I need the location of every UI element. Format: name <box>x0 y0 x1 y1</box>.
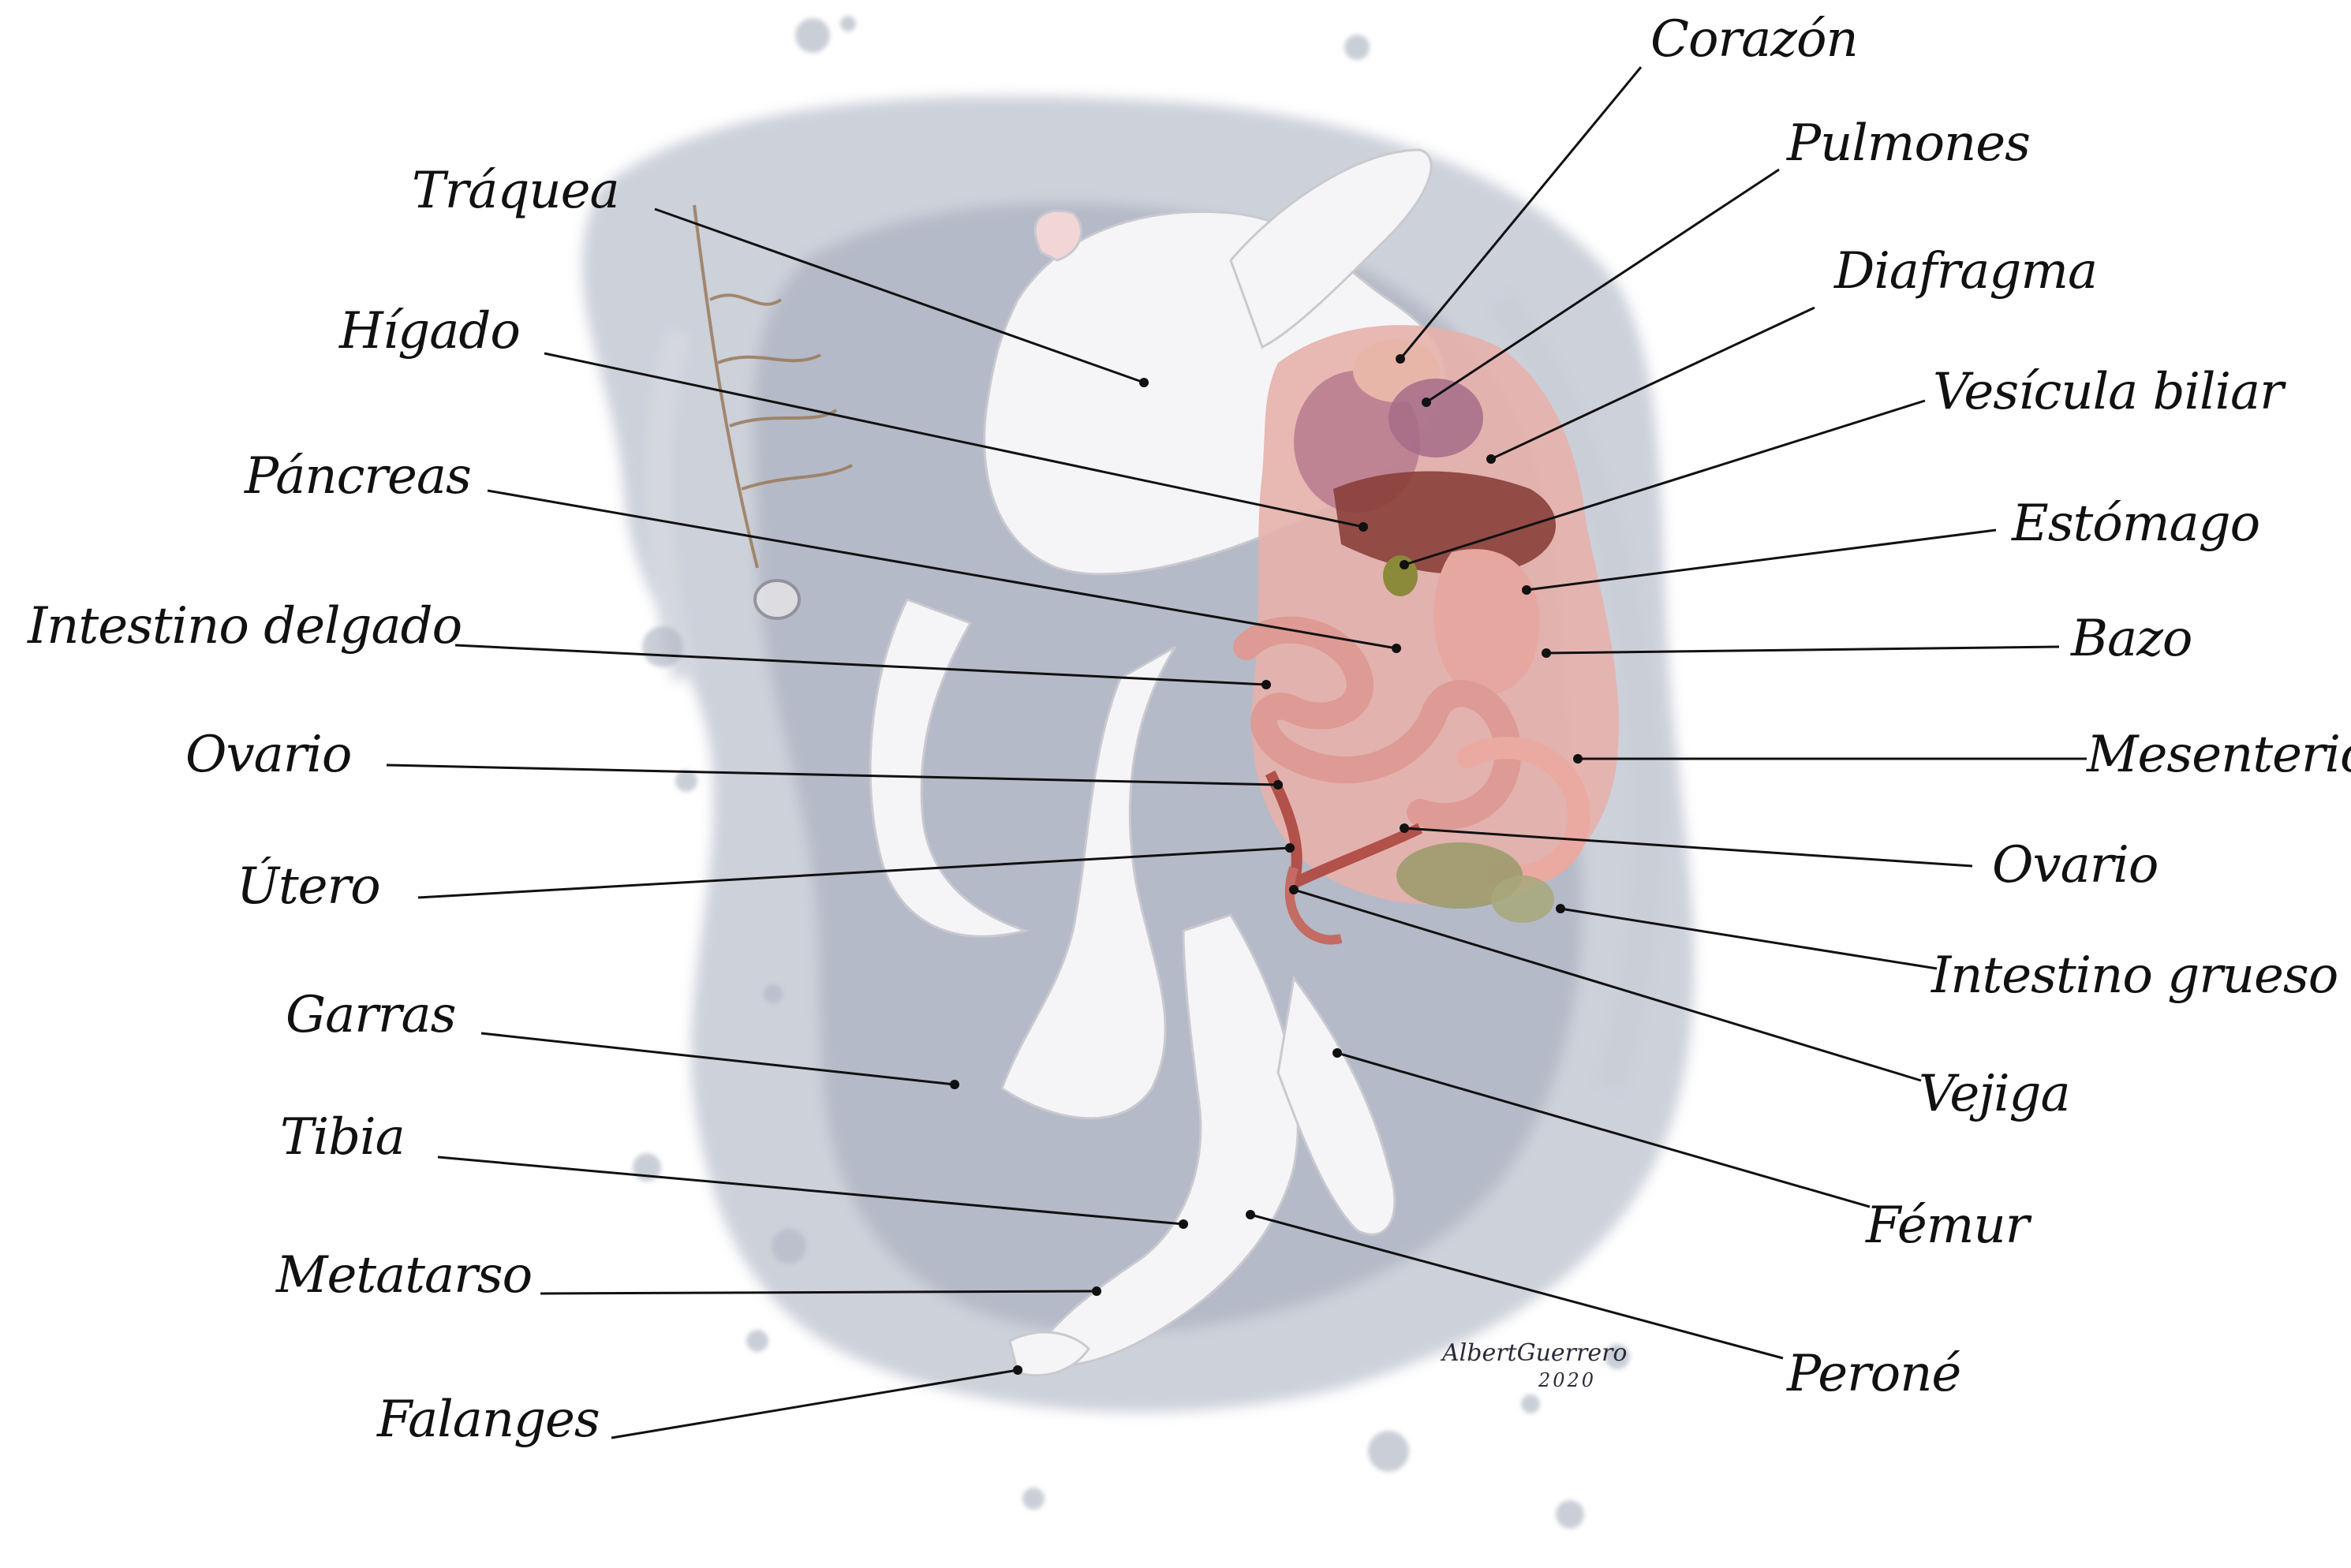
label-garras: Garras <box>286 990 455 1040</box>
artist-signature: AlbertGuerrero <box>1442 1339 1628 1367</box>
label-intestino-grueso: Intestino grueso <box>1931 950 2338 1001</box>
label-metatarso: Metatarso <box>276 1250 532 1301</box>
label-vesicula: Vesícula biliar <box>1933 367 2283 417</box>
label-intestino-delgado: Intestino delgado <box>28 601 462 651</box>
label-traquea: Tráquea <box>412 166 619 216</box>
label-ovario-der: Ovario <box>1992 840 2158 890</box>
label-mesenterio: Mesenterio <box>2087 730 2351 780</box>
label-ovario-izq: Ovario <box>185 730 351 780</box>
label-bazo: Bazo <box>2071 614 2192 664</box>
signature-year: 2020 <box>1538 1369 1596 1391</box>
label-femur: Fémur <box>1866 1200 2028 1251</box>
label-higado: Hígado <box>339 306 520 357</box>
label-perone: Peroné <box>1787 1349 1960 1399</box>
label-vejiga: Vejiga <box>1919 1069 2070 1119</box>
label-falanges: Falanges <box>377 1394 600 1445</box>
leader-falanges <box>611 1370 1018 1438</box>
label-corazon: Corazón <box>1650 14 1858 65</box>
label-utero: Útero <box>237 861 380 912</box>
label-tibia: Tibia <box>280 1112 405 1163</box>
label-diafragma: Diafragma <box>1834 246 2097 297</box>
label-pancreas: Páncreas <box>245 451 471 502</box>
label-estomago: Estómago <box>2012 498 2259 549</box>
label-pulmones: Pulmones <box>1787 118 2030 169</box>
